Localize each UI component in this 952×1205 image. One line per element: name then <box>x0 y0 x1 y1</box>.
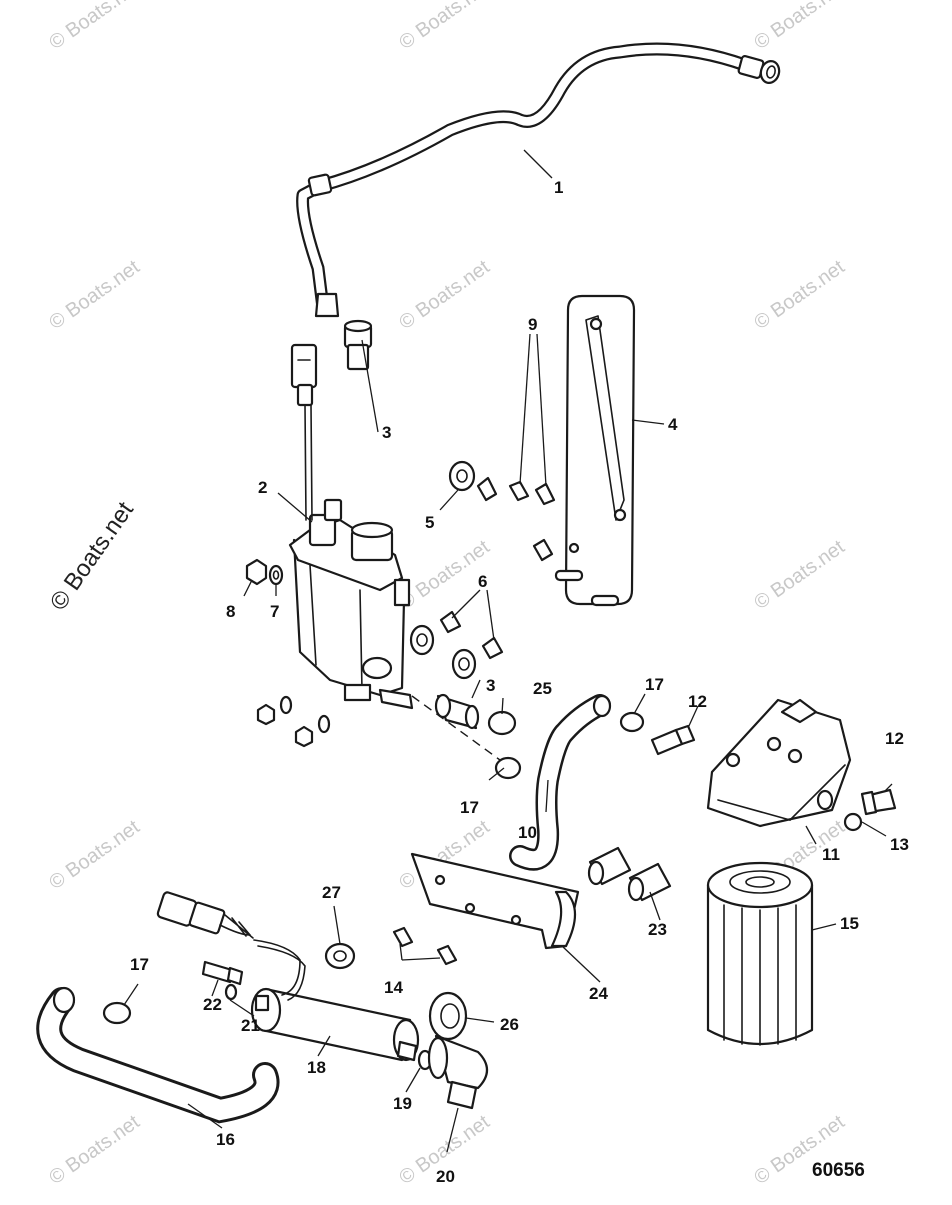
part-21-o-ring <box>224 983 238 1001</box>
part-12-barb-fitting-left <box>650 724 696 756</box>
watermark: © Boats.net <box>45 256 144 334</box>
callout-23: 23 <box>648 920 667 939</box>
watermark: © Boats.net <box>45 0 144 54</box>
watermark: © Boats.net <box>395 0 494 54</box>
side-watermark: © Boats.net <box>45 497 139 616</box>
callout-1: 1 <box>554 178 563 197</box>
callout-13: 13 <box>890 835 909 854</box>
watermark: © Boats.net <box>45 1111 144 1189</box>
callout-7: 7 <box>270 602 279 621</box>
callout-15: 15 <box>840 914 859 933</box>
watermark: © Boats.net <box>750 536 849 614</box>
part-7-washer <box>268 564 284 586</box>
part-3-fitting-lower <box>434 693 480 730</box>
callout-19: 19 <box>393 1094 412 1113</box>
callout-8: 8 <box>226 602 235 621</box>
watermark: © Boats.net <box>750 0 849 54</box>
callout-17c: 17 <box>130 955 149 974</box>
part-17-clamp-b <box>494 756 522 780</box>
callout-21: 21 <box>241 1016 260 1035</box>
callout-17a: 17 <box>645 675 664 694</box>
callout-9: 9 <box>528 315 537 334</box>
callout-11: 11 <box>822 845 840 864</box>
callout-22: 22 <box>203 995 222 1014</box>
part-23-spacers <box>587 846 672 902</box>
callout-14: 14 <box>384 978 403 997</box>
callout-2: 2 <box>258 478 267 497</box>
part-17-clamp-a <box>619 711 645 733</box>
callout-labels: 1 2 3 4 5 6 7 8 9 3 25 17 12 12 11 13 17… <box>130 178 909 1186</box>
callout-18: 18 <box>307 1058 326 1077</box>
watermark: © Boats.net <box>45 816 144 894</box>
callout-17b: 17 <box>460 798 479 817</box>
part-26-grommet <box>428 991 468 1041</box>
part-6-grommets <box>409 610 504 680</box>
part-20-elbow-fitting <box>427 1034 489 1110</box>
part-15-fuel-filter <box>706 861 814 1046</box>
part-4-bracket <box>554 294 636 607</box>
part-22-fitting <box>201 960 244 986</box>
part-17-clamp-c <box>102 1001 132 1025</box>
watermark: © Boats.net <box>395 256 494 334</box>
part-18-fuel-pump <box>250 987 420 1062</box>
document-number: 60656 <box>812 1160 865 1181</box>
callout-3-lower: 3 <box>486 676 495 695</box>
part-25-clamp <box>487 710 517 736</box>
callout-3-upper: 3 <box>382 423 391 442</box>
part-11-filter-head <box>706 698 852 828</box>
part-2-wire-connector <box>290 343 318 521</box>
callout-6: 6 <box>478 572 487 591</box>
part-14-bolts <box>392 926 458 966</box>
callout-5: 5 <box>425 513 434 532</box>
callout-24: 24 <box>589 984 608 1003</box>
part-12-barb-fitting-right <box>860 788 897 816</box>
part-1-fuel-line <box>296 42 781 318</box>
loose-hardware <box>256 695 331 748</box>
callout-25: 25 <box>533 679 552 698</box>
part-18-pump-harness <box>156 891 306 1001</box>
part-8-nut <box>245 558 268 586</box>
part-24-bracket <box>410 852 580 950</box>
part-16-hose <box>36 986 280 1124</box>
callout-16: 16 <box>216 1130 235 1149</box>
assembly-dash-line <box>411 695 501 761</box>
callout-12b: 12 <box>885 729 904 748</box>
callout-10: 10 <box>518 823 537 842</box>
part-27-rubber-mount <box>324 942 356 970</box>
leader-lines <box>123 149 893 1153</box>
part-9-bolts <box>476 476 556 562</box>
callout-20: 20 <box>436 1167 455 1186</box>
callout-27: 27 <box>322 883 341 902</box>
watermark: © Boats.net <box>750 256 849 334</box>
callout-12a: 12 <box>688 692 707 711</box>
part-2-fuel-module <box>288 498 414 710</box>
part-5-grommet <box>448 460 476 492</box>
callout-4: 4 <box>668 415 678 434</box>
part-13-plug <box>843 812 863 832</box>
callout-26: 26 <box>500 1015 519 1034</box>
part-3-fitting-upper <box>343 319 373 371</box>
